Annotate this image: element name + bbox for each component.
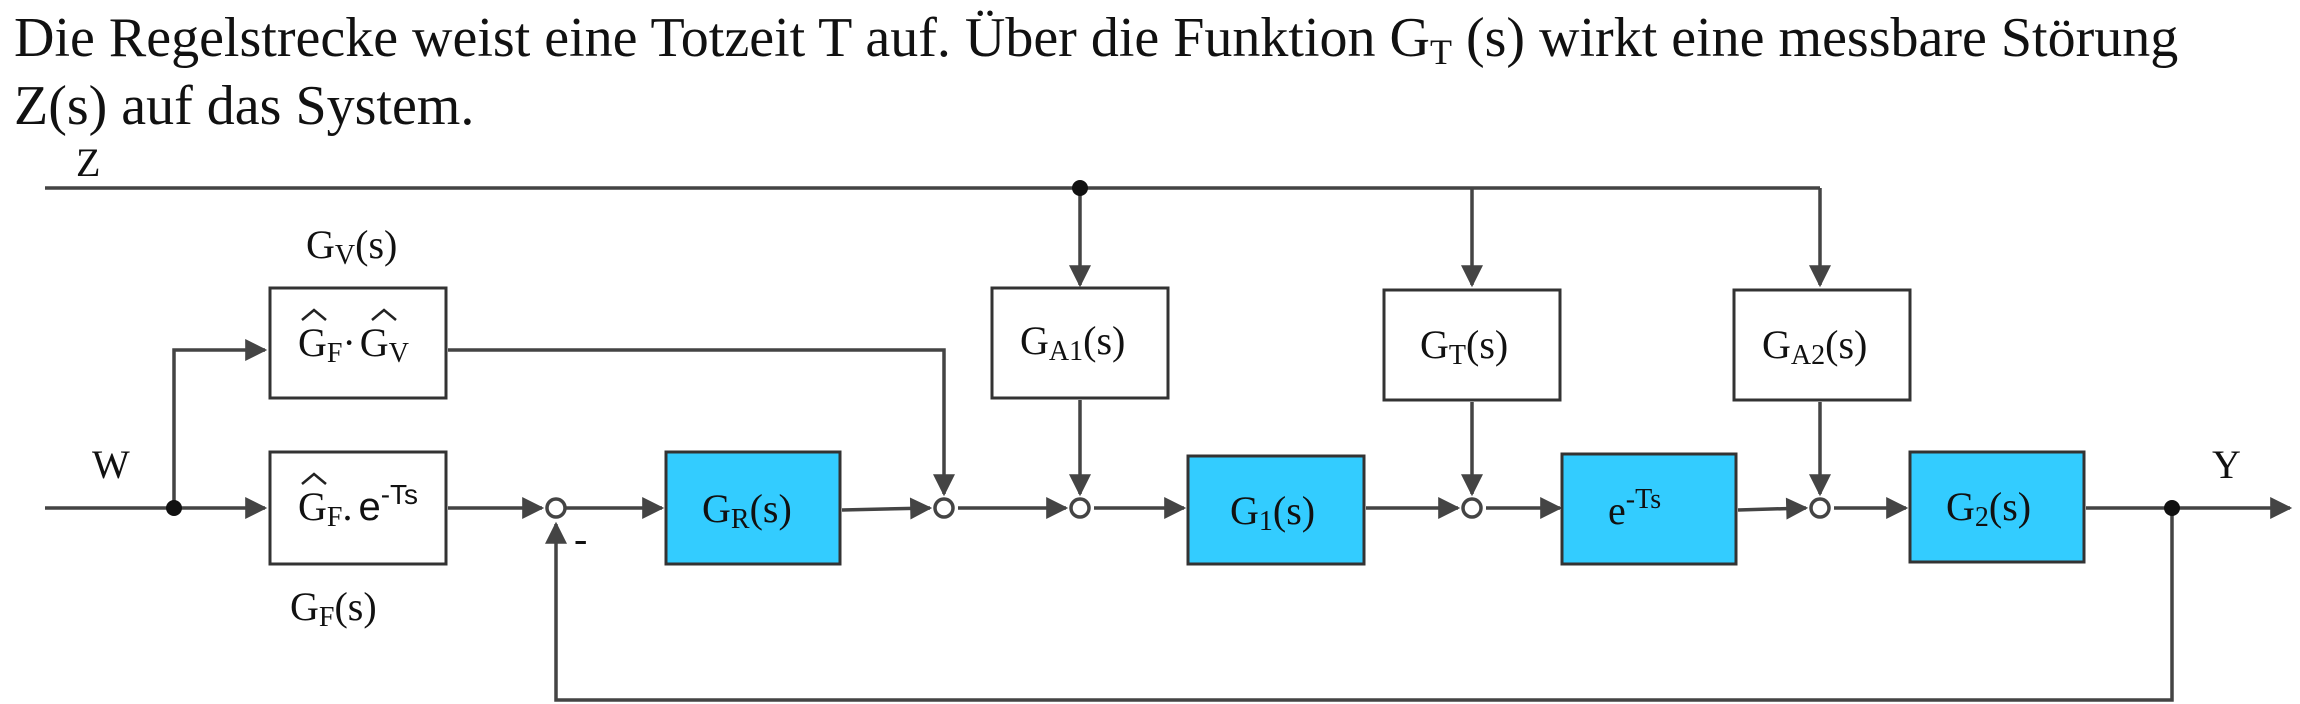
branch-point-z	[1072, 180, 1088, 196]
hat-gf-2	[301, 472, 327, 485]
hat-gv-1	[371, 308, 397, 321]
block-g1	[1186, 454, 1366, 566]
intro-subscript: T	[1429, 32, 1452, 72]
intro-part2: (s) wirkt eine messbare Störung Z(s) auf…	[14, 7, 2179, 137]
sum-point-feedforward	[933, 497, 955, 519]
gf-label: GF(s)	[290, 584, 377, 633]
sum-point-feedback	[545, 497, 567, 519]
sum-point-gt	[1461, 497, 1483, 519]
gr-to-sum2	[841, 497, 933, 520]
signal-w-label: W	[92, 442, 130, 487]
block-delay-label: e-Ts	[1608, 484, 1661, 533]
sum-point-ga1	[1069, 497, 1091, 519]
block-g1-label: G1(s)	[1230, 488, 1315, 537]
gv-label: GV(s)	[306, 222, 397, 271]
feedback-minus-sign: -	[574, 516, 587, 561]
block-ga2-label: GA2(s)	[1762, 322, 1867, 371]
block-g2	[1908, 450, 2086, 564]
intro-text: Die Regelstrecke weist eine Totzeit T au…	[14, 4, 2284, 140]
branch-point-w	[166, 500, 182, 516]
block-ga1	[990, 286, 1170, 400]
block-gf-delay	[268, 450, 448, 566]
block-gt-label: GT(s)	[1420, 322, 1508, 371]
signal-y-label: Y	[2212, 442, 2241, 487]
signal-z-label: Z	[76, 140, 100, 185]
block-diagram: Z W Y - GV(s) GF(s) GF·GV GF.e-Ts GA1(s)…	[45, 140, 2293, 702]
intro-part1: Die Regelstrecke weist eine Totzeit T au…	[14, 7, 1430, 69]
gfgv-to-sum2	[448, 348, 955, 497]
block-gt	[1382, 288, 1562, 402]
block-delay	[1560, 452, 1738, 566]
block-gf-delay-label: GF.e-Ts	[298, 479, 418, 533]
block-ga1-label: GA1(s)	[1020, 318, 1125, 367]
block-g2-label: G2(s)	[1946, 484, 2031, 533]
delay-to-sum5	[1737, 497, 1809, 520]
branch-point-y	[2164, 500, 2180, 516]
hat-gf-1	[301, 308, 327, 321]
sum-point-ga2	[1809, 497, 1831, 519]
block-ga2	[1732, 288, 1912, 402]
w-to-gfgv	[172, 339, 268, 508]
feedback-line	[545, 508, 2174, 702]
block-gr-label: GR(s)	[702, 486, 792, 535]
block-gf-gv	[268, 286, 448, 400]
block-gf-gv-label: GF·GV	[298, 320, 409, 369]
block-gr	[664, 450, 842, 566]
